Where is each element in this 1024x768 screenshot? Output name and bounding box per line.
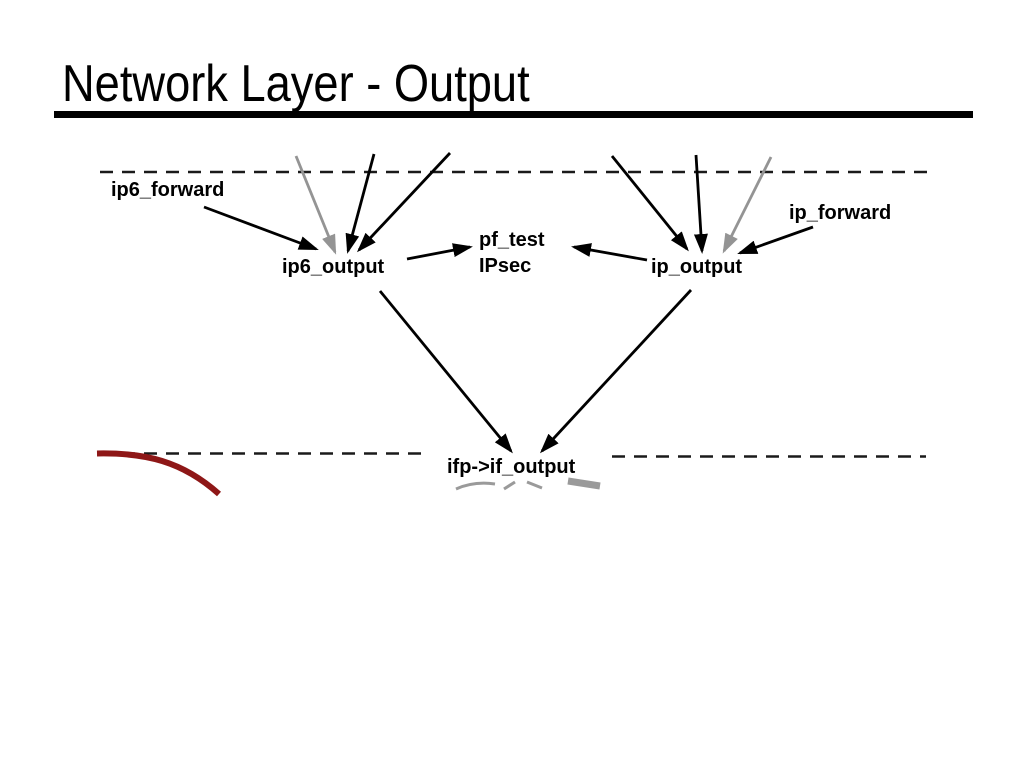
arrow-into-ip6-output-right xyxy=(356,152,452,253)
node-pf-test: pf_test IPsec xyxy=(479,227,545,279)
arrow-ip-forward-to-ip-output xyxy=(737,225,814,255)
arrow-ip6-output-to-pf-test xyxy=(406,243,473,261)
arrow-gray-into-ip6-output xyxy=(294,155,337,255)
gray-remnant-marks xyxy=(455,477,601,491)
title-underline xyxy=(54,111,973,118)
arrow-ip-output-to-pf-test xyxy=(571,243,648,262)
pf-test-line1: pf_test xyxy=(479,229,545,251)
node-ip6-output: ip6_output xyxy=(282,256,385,278)
arrow-ip-output-to-if-output xyxy=(539,289,693,454)
arrow-gray-into-ip-output xyxy=(722,156,773,254)
arrow-into-ip6-output-middle xyxy=(345,153,376,254)
arrow-ip6-forward-to-ip6-output xyxy=(203,205,319,251)
node-ip-output: ip_output xyxy=(651,256,743,278)
arrow-into-ip-output-middle xyxy=(693,154,708,254)
red-annotation-curve xyxy=(96,450,221,497)
slide-title: Network Layer - Output xyxy=(62,55,530,113)
node-if-output: ifp->if_output xyxy=(447,456,576,478)
node-ip6-forward: ip6_forward xyxy=(111,179,225,201)
node-ip-forward: ip_forward xyxy=(789,202,892,224)
pf-test-line2: IPsec xyxy=(479,255,532,277)
arrow-into-ip-output-left xyxy=(610,155,689,252)
arrow-ip6-output-to-if-output xyxy=(378,290,513,454)
